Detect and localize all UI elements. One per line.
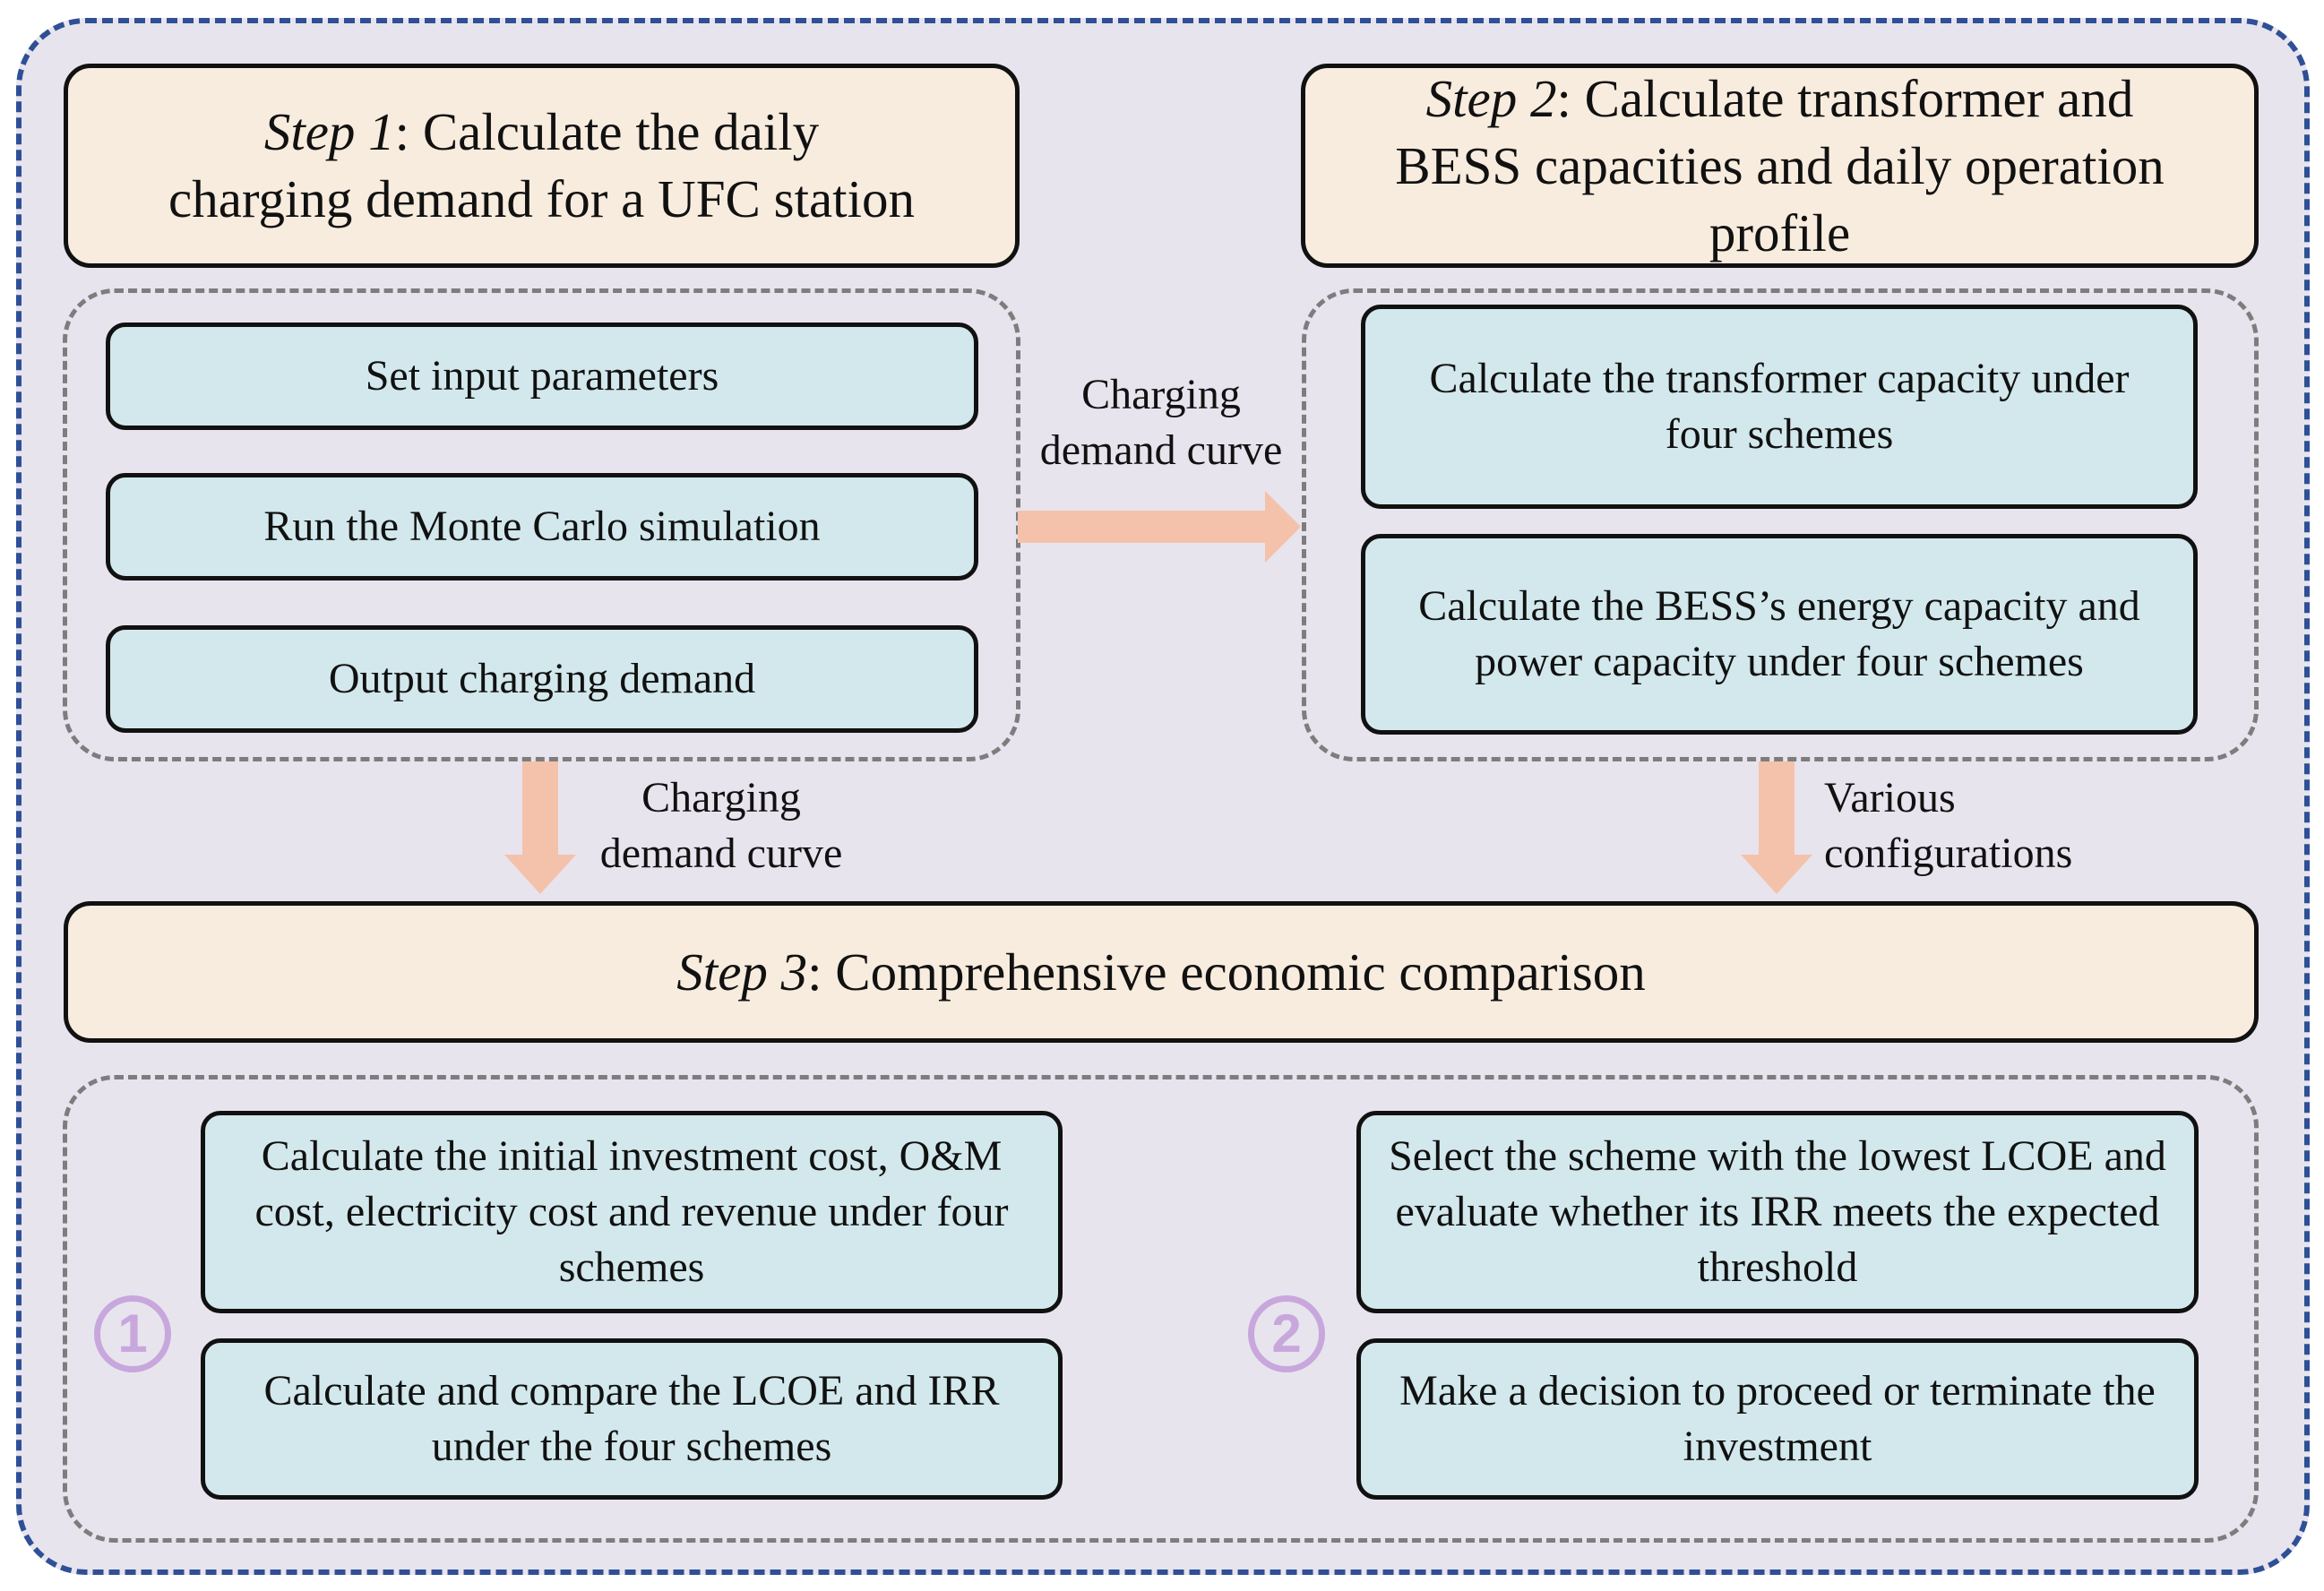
step3-group bbox=[63, 1075, 2259, 1543]
down-arrow-right-label-line1: Various bbox=[1824, 774, 1956, 821]
group1-item-lcoe-irr: Calculate and compare the LCOE and IRR u… bbox=[201, 1338, 1063, 1500]
step2-item-bess-capacity: Calculate the BESS’s energy capacity and… bbox=[1361, 534, 2198, 735]
outer-frame bbox=[16, 18, 2310, 1575]
down-arrow-right-label: Various configurations bbox=[1824, 770, 2147, 882]
down-arrow-left bbox=[504, 761, 576, 894]
group2-item-select-scheme: Select the scheme with the lowest LCOE a… bbox=[1356, 1111, 2199, 1313]
group1-item-costs: Calculate the initial investment cost, O… bbox=[201, 1111, 1063, 1313]
right-arrow-label-line2: demand curve bbox=[1039, 426, 1283, 474]
step1-item-text: Output charging demand bbox=[328, 655, 756, 702]
number-1-text: 1 bbox=[117, 1303, 148, 1363]
step1-item-text: Run the Monte Carlo simulation bbox=[263, 503, 821, 550]
step2-label: Step 2 bbox=[1425, 68, 1557, 128]
step2-header: Step 2: Calculate transformer and BESS c… bbox=[1301, 64, 2259, 268]
step1-item-text: Set input parameters bbox=[365, 352, 719, 400]
group2-item-text: Select the scheme with the lowest LCOE a… bbox=[1389, 1132, 2166, 1291]
step1-item-set-input-parameters: Set input parameters bbox=[106, 322, 978, 430]
down-arrow-right-label-line2: configurations bbox=[1824, 830, 2073, 877]
group2-item-text: Make a decision to proceed or terminate … bbox=[1399, 1367, 2156, 1470]
group1-item-text: Calculate and compare the LCOE and IRR u… bbox=[263, 1367, 1000, 1470]
step1-item-output-demand: Output charging demand bbox=[106, 625, 978, 733]
down-arrow-left-label-line1: Charging bbox=[641, 774, 801, 821]
step2-item-transformer-capacity: Calculate the transformer capacity under… bbox=[1361, 305, 2198, 509]
right-arrow-label-line1: Charging bbox=[1081, 371, 1241, 418]
step1-item-monte-carlo: Run the Monte Carlo simulation bbox=[106, 473, 978, 580]
down-arrow-left-label: Charging demand curve bbox=[573, 770, 869, 882]
number-1-icon: 1 bbox=[94, 1295, 171, 1372]
right-arrow-label: Charging demand curve bbox=[1018, 367, 1304, 478]
step2-group bbox=[1302, 288, 2259, 761]
right-arrow bbox=[1018, 491, 1301, 563]
step3-label: Step 3 bbox=[676, 942, 808, 1002]
step2-item-text: Calculate the transformer capacity under… bbox=[1429, 355, 2130, 458]
step2-text: : Calculate transformer and BESS capacit… bbox=[1395, 68, 2165, 262]
group2-item-decision: Make a decision to proceed or terminate … bbox=[1356, 1338, 2199, 1500]
step1-text: : Calculate the daily charging demand fo… bbox=[168, 102, 915, 228]
down-arrow-left-label-line2: demand curve bbox=[599, 830, 843, 877]
step1-header: Step 1: Calculate the daily charging dem… bbox=[64, 64, 1020, 268]
group1-item-text: Calculate the initial investment cost, O… bbox=[254, 1132, 1009, 1291]
step3-text: : Comprehensive economic comparison bbox=[807, 942, 1646, 1002]
number-2-text: 2 bbox=[1271, 1303, 1302, 1363]
step3-header: Step 3: Comprehensive economic compariso… bbox=[64, 901, 2259, 1043]
step2-item-text: Calculate the BESS’s energy capacity and… bbox=[1418, 582, 2140, 685]
step1-label: Step 1 bbox=[263, 102, 395, 161]
number-2-icon: 2 bbox=[1248, 1295, 1325, 1372]
down-arrow-right bbox=[1741, 761, 1812, 894]
